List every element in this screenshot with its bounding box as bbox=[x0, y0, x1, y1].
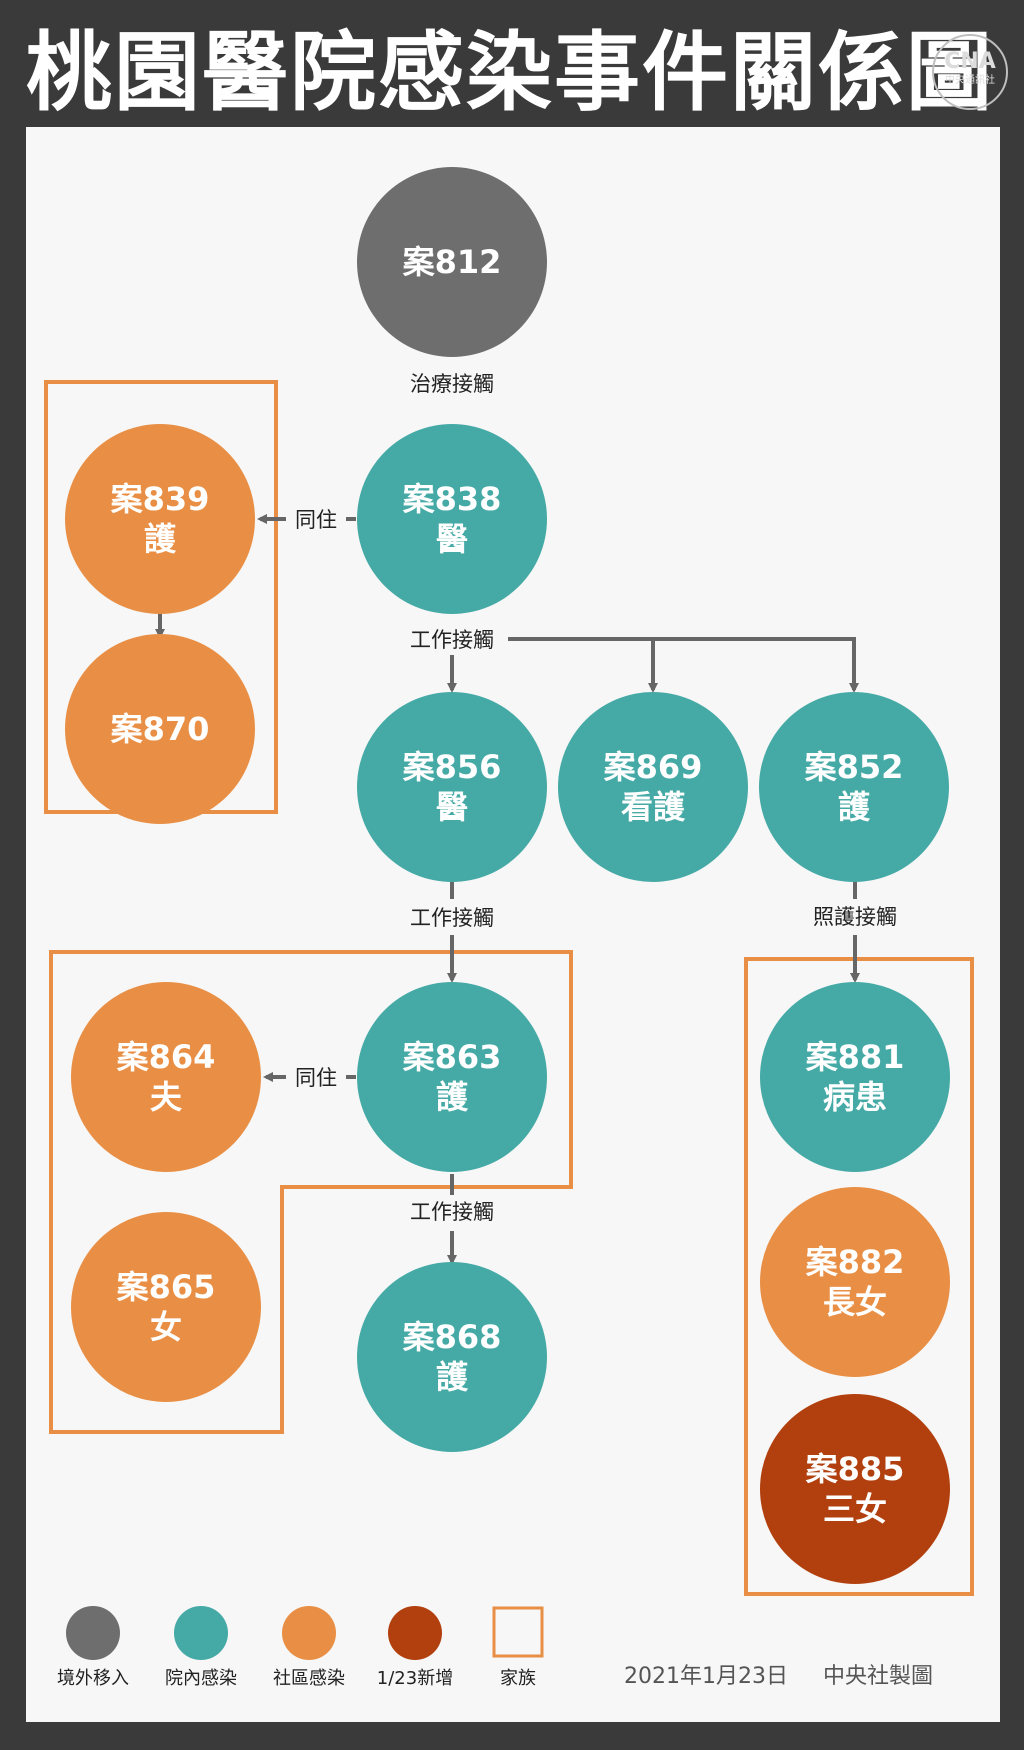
case-number: 案864 bbox=[117, 1038, 216, 1076]
case-circle bbox=[760, 982, 950, 1172]
logo-mark: CNA bbox=[944, 49, 996, 74]
case-number: 案812 bbox=[403, 243, 502, 281]
edge-label-852-881: 照護接觸 bbox=[813, 905, 897, 929]
case-node-870: 案870 bbox=[65, 634, 255, 824]
legend-swatch bbox=[66, 1606, 120, 1660]
case-number: 案839 bbox=[111, 480, 210, 518]
legend-item-family: 家族 bbox=[492, 1606, 544, 1689]
footer-credit: 中央社製圖 bbox=[823, 1664, 933, 1689]
case-circle bbox=[357, 982, 547, 1172]
legend-item-community: 社區感染 bbox=[273, 1606, 345, 1689]
case-circle bbox=[357, 424, 547, 614]
case-circle bbox=[558, 692, 748, 882]
case-role: 三女 bbox=[823, 1490, 887, 1528]
family-box-881-882-885 bbox=[744, 957, 974, 1596]
relationship-diagram: 治療接觸 同住 工作接觸 工作接觸 照護接觸 同住 工作接觸 案812案838醫… bbox=[44, 167, 974, 1689]
case-number: 案863 bbox=[403, 1038, 502, 1076]
edge-838-869-852 bbox=[508, 637, 856, 690]
logo-name: 中央通訊社 bbox=[945, 75, 995, 86]
nodes: 案812案838醫案839護案870案856醫案869看護案852護案863護案… bbox=[65, 167, 950, 1584]
case-number: 案856 bbox=[403, 748, 502, 786]
edge-label-838-839: 同住 bbox=[295, 508, 337, 532]
edge-label-856-863: 工作接觸 bbox=[410, 906, 494, 930]
case-circle bbox=[65, 634, 255, 824]
case-number: 案868 bbox=[403, 1318, 502, 1356]
legend-swatch bbox=[282, 1606, 336, 1660]
footer-date: 2021年1月23日 bbox=[624, 1664, 788, 1689]
legend-swatch bbox=[388, 1606, 442, 1660]
legend-item-hospital: 院內感染 bbox=[165, 1606, 237, 1689]
legend-item-imported: 境外移入 bbox=[57, 1606, 129, 1689]
legend-label: 境外移入 bbox=[57, 1668, 129, 1689]
case-circle bbox=[71, 1212, 261, 1402]
case-role: 女 bbox=[150, 1308, 182, 1346]
case-number: 案870 bbox=[111, 710, 210, 748]
edge-label-863-864: 同住 bbox=[295, 1066, 337, 1090]
case-circle bbox=[759, 692, 949, 882]
case-role: 護 bbox=[436, 1358, 469, 1396]
legend-swatch bbox=[174, 1606, 228, 1660]
legend-label: 家族 bbox=[500, 1668, 536, 1689]
case-number: 案882 bbox=[806, 1243, 905, 1281]
case-role: 長女 bbox=[823, 1283, 887, 1321]
edge-label-812-838: 治療接觸 bbox=[410, 372, 494, 396]
cna-logo: CNA 中央通訊社 bbox=[932, 34, 1008, 110]
case-circle bbox=[65, 424, 255, 614]
case-role: 夫 bbox=[150, 1078, 183, 1116]
case-circle bbox=[357, 167, 547, 357]
case-role: 護 bbox=[144, 520, 177, 558]
case-number: 案881 bbox=[806, 1038, 905, 1076]
case-role: 醫 bbox=[436, 788, 468, 826]
legend-label: 1/23新增 bbox=[377, 1668, 453, 1689]
case-number: 案865 bbox=[117, 1268, 216, 1306]
legend-label: 社區感染 bbox=[273, 1668, 345, 1689]
page-title: 桃園醫院感染事件關係圖 bbox=[26, 23, 994, 123]
legend-item-new: 1/23新增 bbox=[377, 1606, 453, 1689]
case-number: 案885 bbox=[806, 1450, 905, 1488]
case-number: 案852 bbox=[805, 748, 904, 786]
legend: 境外移入 院內感染 社區感染 1/23新增 家族 bbox=[57, 1606, 544, 1689]
case-role: 護 bbox=[436, 1078, 469, 1116]
case-circle bbox=[357, 1262, 547, 1452]
case-node-812: 案812 bbox=[357, 167, 547, 357]
case-role: 醫 bbox=[436, 520, 468, 558]
case-circle bbox=[71, 982, 261, 1172]
case-number: 案869 bbox=[604, 748, 703, 786]
case-circle bbox=[760, 1187, 950, 1377]
legend-swatch bbox=[492, 1606, 544, 1658]
case-number: 案838 bbox=[403, 480, 502, 518]
case-circle bbox=[357, 692, 547, 882]
edge-label-838-work: 工作接觸 bbox=[410, 628, 494, 652]
legend-label: 院內感染 bbox=[165, 1668, 237, 1689]
edge-labels: 治療接觸 同住 工作接觸 工作接觸 照護接觸 同住 工作接觸 bbox=[286, 369, 897, 1224]
case-role: 護 bbox=[838, 788, 871, 826]
case-role: 看護 bbox=[621, 788, 686, 826]
case-circle bbox=[760, 1394, 950, 1584]
edge-label-863-868: 工作接觸 bbox=[410, 1200, 494, 1224]
case-role: 病患 bbox=[823, 1078, 887, 1116]
family-box-863-864-865 bbox=[49, 950, 573, 1434]
